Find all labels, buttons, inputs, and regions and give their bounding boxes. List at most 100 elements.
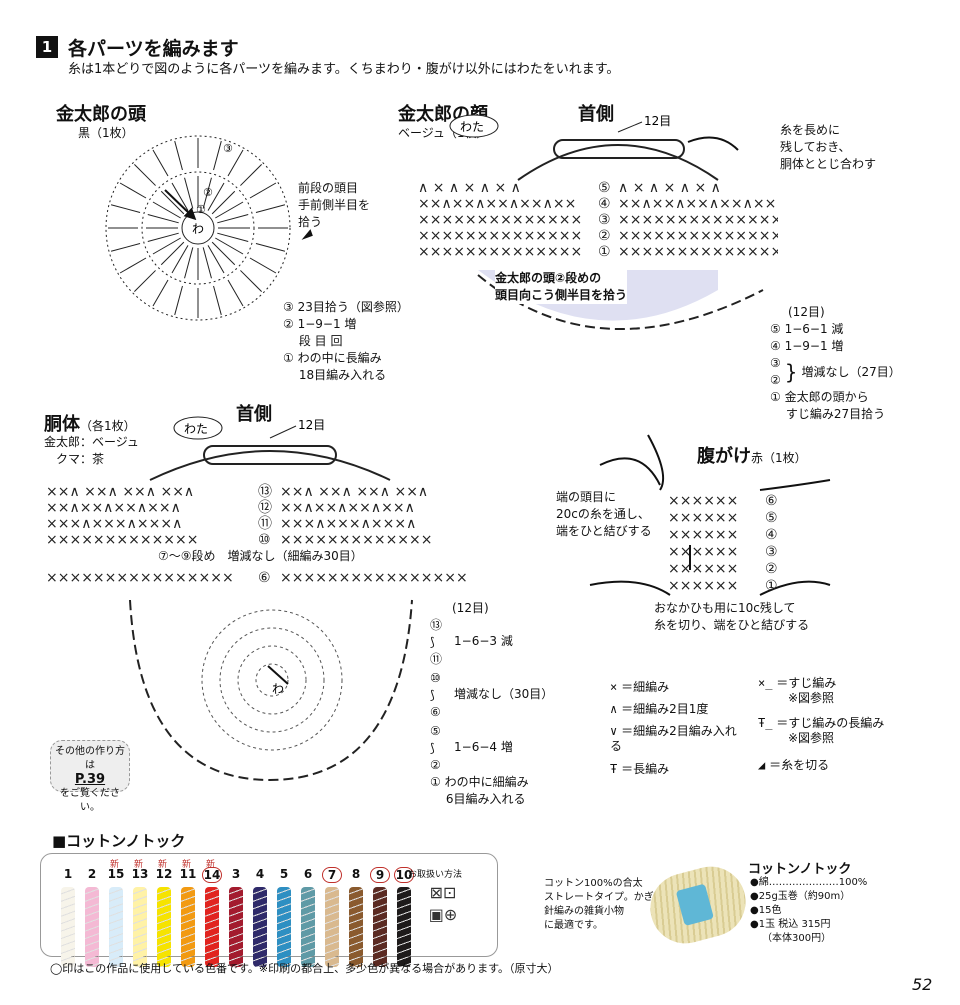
legend-item: ×̲ ＝すじ編み xyxy=(758,676,837,690)
new-badge: 新 xyxy=(182,860,192,870)
care-title: お取扱い方法 xyxy=(408,870,463,880)
body-row-label: ⑪ xyxy=(258,516,272,532)
belly-row-label: ④ xyxy=(765,527,778,543)
head-title: 金太郎の頭 xyxy=(56,104,146,125)
yarn-color-number: 3 xyxy=(231,867,241,881)
svg-text:∧ × ∧ × ∧ × ∧: ∧ × ∧ × ∧ × ∧ xyxy=(618,180,721,196)
yarn-swatch xyxy=(277,887,291,967)
new-badge: 新 xyxy=(158,860,168,870)
step-description: 糸は1本どりで図のように各パーツを編みます。くちまわり・腹がけ以外にはわたをいれ… xyxy=(68,62,620,77)
belly-title: 腹がけ赤（1枚） xyxy=(697,446,807,467)
belly-row-label: ⑥ xyxy=(765,493,778,509)
legend-left: × ＝細編み ∧ ＝細編み2目1度 ∨ ＝細編み2目編み入れる Ŧ ＝長編み xyxy=(610,676,740,780)
body-title: 胴体（各1枚） xyxy=(44,414,136,435)
yarn-color-number: 12 xyxy=(155,867,173,881)
yarn-card xyxy=(40,853,498,957)
belly-row-label: ② xyxy=(765,561,778,577)
face-row-label: ③ xyxy=(598,212,611,228)
svg-text:××××××: ×××××× xyxy=(668,510,738,526)
svg-text:①: ① xyxy=(196,203,206,216)
new-badge: 新 xyxy=(110,860,120,870)
svg-text:××××××××××××××: ×××××××××××××× xyxy=(618,228,778,244)
svg-text:×××∧×××∧×××∧: ×××∧×××∧×××∧ xyxy=(280,516,416,532)
svg-text:∧ × ∧ × ∧ × ∧: ∧ × ∧ × ∧ × ∧ xyxy=(418,180,521,196)
yarn-swatch xyxy=(61,887,75,967)
yarn-footnote: ◯印はこの作品に使用している色番です。※印刷の都合上、多少色が異なる場合がありま… xyxy=(50,962,559,975)
belly-row-label: ① xyxy=(765,578,778,594)
svg-text:③: ③ xyxy=(223,142,233,155)
yarn-swatch xyxy=(85,887,99,967)
yarn-swatch xyxy=(133,887,147,967)
svg-text:××∧××∧××∧××∧: ××∧××∧××∧××∧ xyxy=(280,500,415,516)
body-row-label: ⑩ xyxy=(258,532,271,548)
svg-text:わた: わた xyxy=(460,120,484,134)
page-number: 52 xyxy=(912,975,933,994)
yarn-swatch xyxy=(109,887,123,967)
belly-row-label: ③ xyxy=(765,544,778,560)
svg-text:××××××: ×××××× xyxy=(668,578,738,594)
yarn-color-number: 8 xyxy=(351,867,361,881)
svg-text:××××××××××××××××: ×××××××××××××××× xyxy=(46,570,234,586)
step-number: 1 xyxy=(36,36,58,58)
body-neck-label: 首側 xyxy=(236,404,272,425)
svg-text:××∧ ××∧ ××∧ ××∧: ××∧ ××∧ ××∧ ××∧ xyxy=(280,484,428,500)
yarn-color-number: 9 xyxy=(370,867,390,883)
legend-item: ∨ ＝細編み2目編み入れる xyxy=(610,724,737,753)
yarn-section-title: ■コットンノトック xyxy=(52,832,186,850)
care-icons: ⊠⊡▣⊕ xyxy=(428,883,458,924)
face-row-label: ① xyxy=(598,244,611,260)
yarn-swatch xyxy=(253,887,267,967)
body-row-label: ⑬ xyxy=(258,484,272,500)
svg-text:××××××××××××××: ×××××××××××××× xyxy=(418,244,582,260)
svg-text:②: ② xyxy=(203,186,213,199)
yarn-color-number: 6 xyxy=(303,867,313,881)
face-row-label: ② xyxy=(598,228,611,244)
head-steps: ③ 23目拾う（図参照） ② 1−9−1 増 段 目 回 ① わの中に長編み 1… xyxy=(283,300,409,382)
legend-item: Ŧ ＝長編み xyxy=(610,762,670,776)
face-neck-label: 首側 xyxy=(578,104,614,125)
new-badge: 新 xyxy=(206,860,216,870)
head-chart: わ ③ ② ① xyxy=(105,135,291,321)
svg-text:××××××: ×××××× xyxy=(668,561,738,577)
yarn-swatch xyxy=(349,887,363,967)
legend-item: ∧ ＝細編み2目1度 xyxy=(610,702,709,716)
step-title: 各パーツを編みます xyxy=(68,38,239,60)
yarn-swatch xyxy=(325,887,339,967)
svg-text:××∧××∧××∧××∧××: ××∧××∧××∧××∧×× xyxy=(618,196,776,212)
yarn-swatch xyxy=(205,887,219,967)
belly-row-label: ⑤ xyxy=(765,510,778,526)
svg-text:××××××××××××××: ×××××××××××××× xyxy=(418,228,582,244)
face-thread-note: 糸を長めに残しておき、胴体ととじ合わす xyxy=(780,123,877,171)
svg-text:×××××××××××××: ××××××××××××× xyxy=(46,532,199,548)
svg-text:××××××: ×××××× xyxy=(668,544,738,560)
body-colors: 金太郎：ベージュクマ：茶 xyxy=(44,435,139,466)
other-ref-badge: その他の作り方は P.39 をご覧ください。 xyxy=(50,740,130,813)
svg-text:わた: わた xyxy=(184,422,208,436)
yarn-color-number: 10 xyxy=(394,867,414,883)
product-specs: ●綿…………………100% ●25g玉巻（約90m） ●15色 ●1玉 税込 3… xyxy=(750,877,868,944)
belly-chart: ××××××⑥××××××⑤××××××④××××××③××××××②×××××… xyxy=(589,434,831,596)
svg-text:12目: 12目 xyxy=(644,114,671,128)
yarn-color-number: 13 xyxy=(131,867,149,881)
legend-item: Ŧ̲ ＝すじ編みの長編み xyxy=(758,716,885,730)
svg-text:××××××××××××××××: ×××××××××××××××× xyxy=(280,570,468,586)
legend-item: ◢ ＝糸を切る xyxy=(758,758,830,772)
body-row-label: ⑥ xyxy=(258,570,271,586)
svg-text:××∧××∧××∧××∧××: ××∧××∧××∧××∧×× xyxy=(418,196,576,212)
yarn-color-number: 4 xyxy=(255,867,265,881)
new-badge: 新 xyxy=(134,860,144,870)
yarn-color-number: 11 xyxy=(179,867,197,881)
yarn-swatch xyxy=(373,887,387,967)
yarn-swatch xyxy=(229,887,243,967)
svg-text:××××××: ×××××× xyxy=(668,527,738,543)
svg-text:××××××××××××××: ×××××××××××××× xyxy=(618,244,778,260)
belly-bottom-note: おなかひも用に10c残して糸を切り、端をひと結びする xyxy=(654,601,810,632)
yarn-color-number: 7 xyxy=(322,867,342,883)
yarn-color-number: 5 xyxy=(279,867,289,881)
face-row-label: ④ xyxy=(598,196,611,212)
svg-text:××∧××∧××∧××∧: ××∧××∧××∧××∧ xyxy=(46,500,181,516)
face-pickup-note: 金太郎の頭②段めの頭目向こう側半目を拾う xyxy=(495,270,628,304)
